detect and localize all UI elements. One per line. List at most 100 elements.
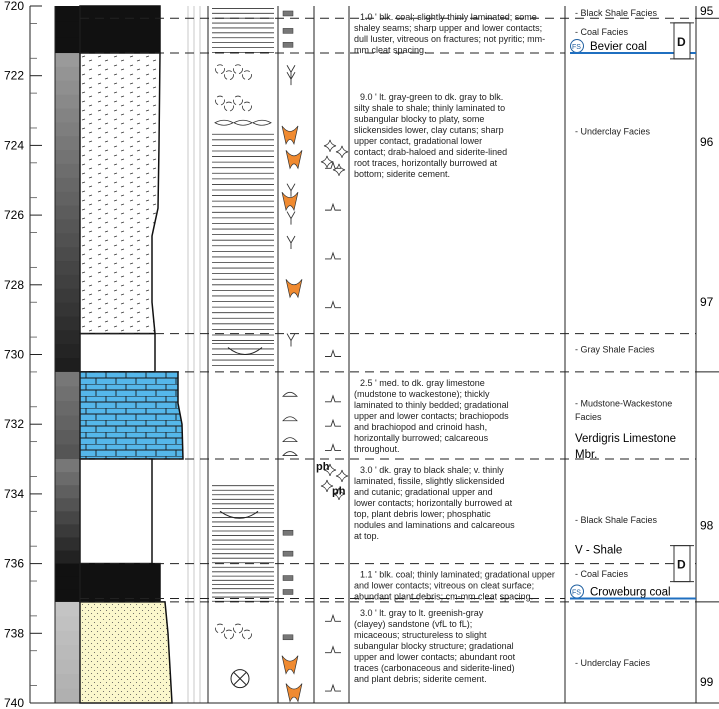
- grayscale-band: [55, 444, 80, 460]
- description-line: 3.0 ' lt. gray to lt. greenish-gray: [360, 608, 484, 618]
- grayscale-band: [55, 645, 80, 661]
- description-line: traces (carbonaceous and siderite-lined): [354, 663, 515, 673]
- description-line: and plant debris; siderite cement.: [354, 674, 487, 684]
- grayscale-band: [55, 247, 80, 262]
- grayscale-band: [55, 316, 80, 331]
- grayscale-band: [55, 302, 80, 317]
- lithology-coal-upper: [79, 5, 161, 54]
- grayscale-band: [55, 524, 80, 538]
- member-label: Verdigris Limestone: [575, 433, 676, 445]
- grayscale-band: [55, 191, 80, 207]
- grayscale-band: [55, 563, 80, 577]
- grayscale-band: [55, 122, 80, 137]
- burrow-icon: [325, 160, 341, 169]
- depth-tick-label: 736: [4, 557, 24, 571]
- grayscale-band: [55, 688, 80, 704]
- grayscale-band: [55, 601, 80, 617]
- rootlet-icon: [286, 235, 296, 249]
- burrow-icon: [325, 300, 341, 309]
- star-icon: [320, 155, 334, 168]
- burrow-icon: [325, 202, 341, 211]
- star-icon: [323, 139, 337, 152]
- grayscale-band: [55, 53, 80, 68]
- grayscale-band: [55, 659, 80, 675]
- lithology-coal-croweburg: [79, 562, 161, 603]
- sequence-number: 98: [700, 518, 714, 532]
- description-line: lower contacts; horizontally burrowed at: [354, 498, 513, 508]
- description-line: slickensides lower, clay cutans; sharp: [354, 125, 504, 135]
- description-line: micaceous; structureless to slight: [354, 630, 487, 640]
- lens-icon: [214, 119, 234, 126]
- description-line: laminated, fissile, slightly slickenside…: [354, 476, 505, 486]
- depth-tick-label: 722: [4, 69, 24, 83]
- description-line: silty shale to shale; thinly laminated t…: [354, 103, 505, 113]
- facies-label: - Underclay Facies: [575, 658, 651, 668]
- facies-label: - Black Shale Facies: [575, 515, 658, 525]
- root-trace-icon: [285, 279, 303, 299]
- burrow-icon: [325, 394, 341, 403]
- description-line: upper contact, gradational lower: [354, 136, 482, 146]
- star-icon: [323, 463, 337, 477]
- member-label: Mbr.: [575, 449, 597, 461]
- description-line: contact; drab-haloed and siderite-lined: [354, 147, 507, 157]
- description-line: laminated to thinly bedded; gradational: [354, 400, 509, 410]
- plant-debris-icon: [282, 575, 294, 581]
- rootlet-icon: [286, 64, 296, 79]
- rootlet-icon: [286, 71, 296, 86]
- glaebule-icon: [233, 95, 243, 106]
- grayscale-band: [55, 430, 80, 446]
- grayscale-band: [55, 415, 80, 431]
- description-line: 1.1 ' blk. coal; thinly laminated; grada…: [360, 570, 555, 580]
- grayscale-band: [55, 136, 80, 151]
- description-line: (mudstone to wackestone); thickly: [354, 389, 490, 399]
- root-trace-icon: [285, 150, 303, 170]
- member-label: V - Shale: [575, 545, 622, 557]
- description-line: throughout.: [354, 444, 400, 454]
- glaebule-icon: [215, 623, 225, 634]
- description-line: mm cleat spacing.: [354, 45, 427, 55]
- fs-tag: FS: [572, 44, 581, 51]
- grayscale-band: [55, 498, 80, 512]
- lens-icon: [252, 119, 272, 126]
- burrow-icon: [325, 613, 341, 622]
- sequence-number: 99: [700, 675, 714, 689]
- facies-label: - Underclay Facies: [575, 126, 651, 136]
- root-trace-icon: [281, 191, 299, 212]
- plant-debris-icon: [282, 589, 294, 595]
- star-icon: [332, 487, 346, 501]
- description-line: 3.0 ' dk. gray to black shale; v. thinly: [360, 465, 504, 475]
- grayscale-band: [55, 511, 80, 525]
- depth-tick-label: 720: [4, 0, 24, 13]
- plant-debris-icon: [282, 42, 294, 48]
- depth-tick-label: 734: [4, 487, 24, 501]
- grayscale-band: [55, 616, 80, 632]
- grayscale-column: [55, 6, 80, 704]
- burrow-icon: [325, 645, 341, 654]
- description-line: upper and lower contacts; brachiopods: [354, 411, 509, 421]
- burrow-icon: [325, 251, 341, 260]
- grayscale-band: [55, 344, 80, 359]
- fs-tag: FS: [572, 589, 581, 596]
- rootlet-icon: [286, 333, 296, 347]
- grayscale-band: [55, 576, 80, 590]
- description-line: (clayey) sandstone (vfL to fL);: [354, 619, 472, 629]
- glaebule-icon: [224, 70, 234, 81]
- depth-tick-label: 728: [4, 278, 24, 292]
- description-line: at top.: [354, 531, 379, 541]
- burrow-icon: [325, 443, 341, 452]
- grayscale-band: [55, 205, 80, 220]
- description-line: abundant plant debris; cm-mm cleat spaci…: [354, 592, 533, 602]
- circle-x-cross: [233, 672, 247, 685]
- grayscale-band: [55, 261, 80, 276]
- lamination-column: [212, 8, 274, 602]
- glaebule-icon: [215, 95, 225, 106]
- star-icon: [320, 479, 334, 493]
- grayscale-band: [55, 472, 80, 486]
- sequence-number: 96: [700, 135, 714, 149]
- rootlet-icon: [286, 183, 296, 197]
- description-line: and brachiopod and crinoid hash,: [354, 422, 487, 432]
- grayscale-band: [55, 371, 80, 387]
- plant-debris-icon: [282, 550, 294, 557]
- grayscale-band: [55, 163, 80, 179]
